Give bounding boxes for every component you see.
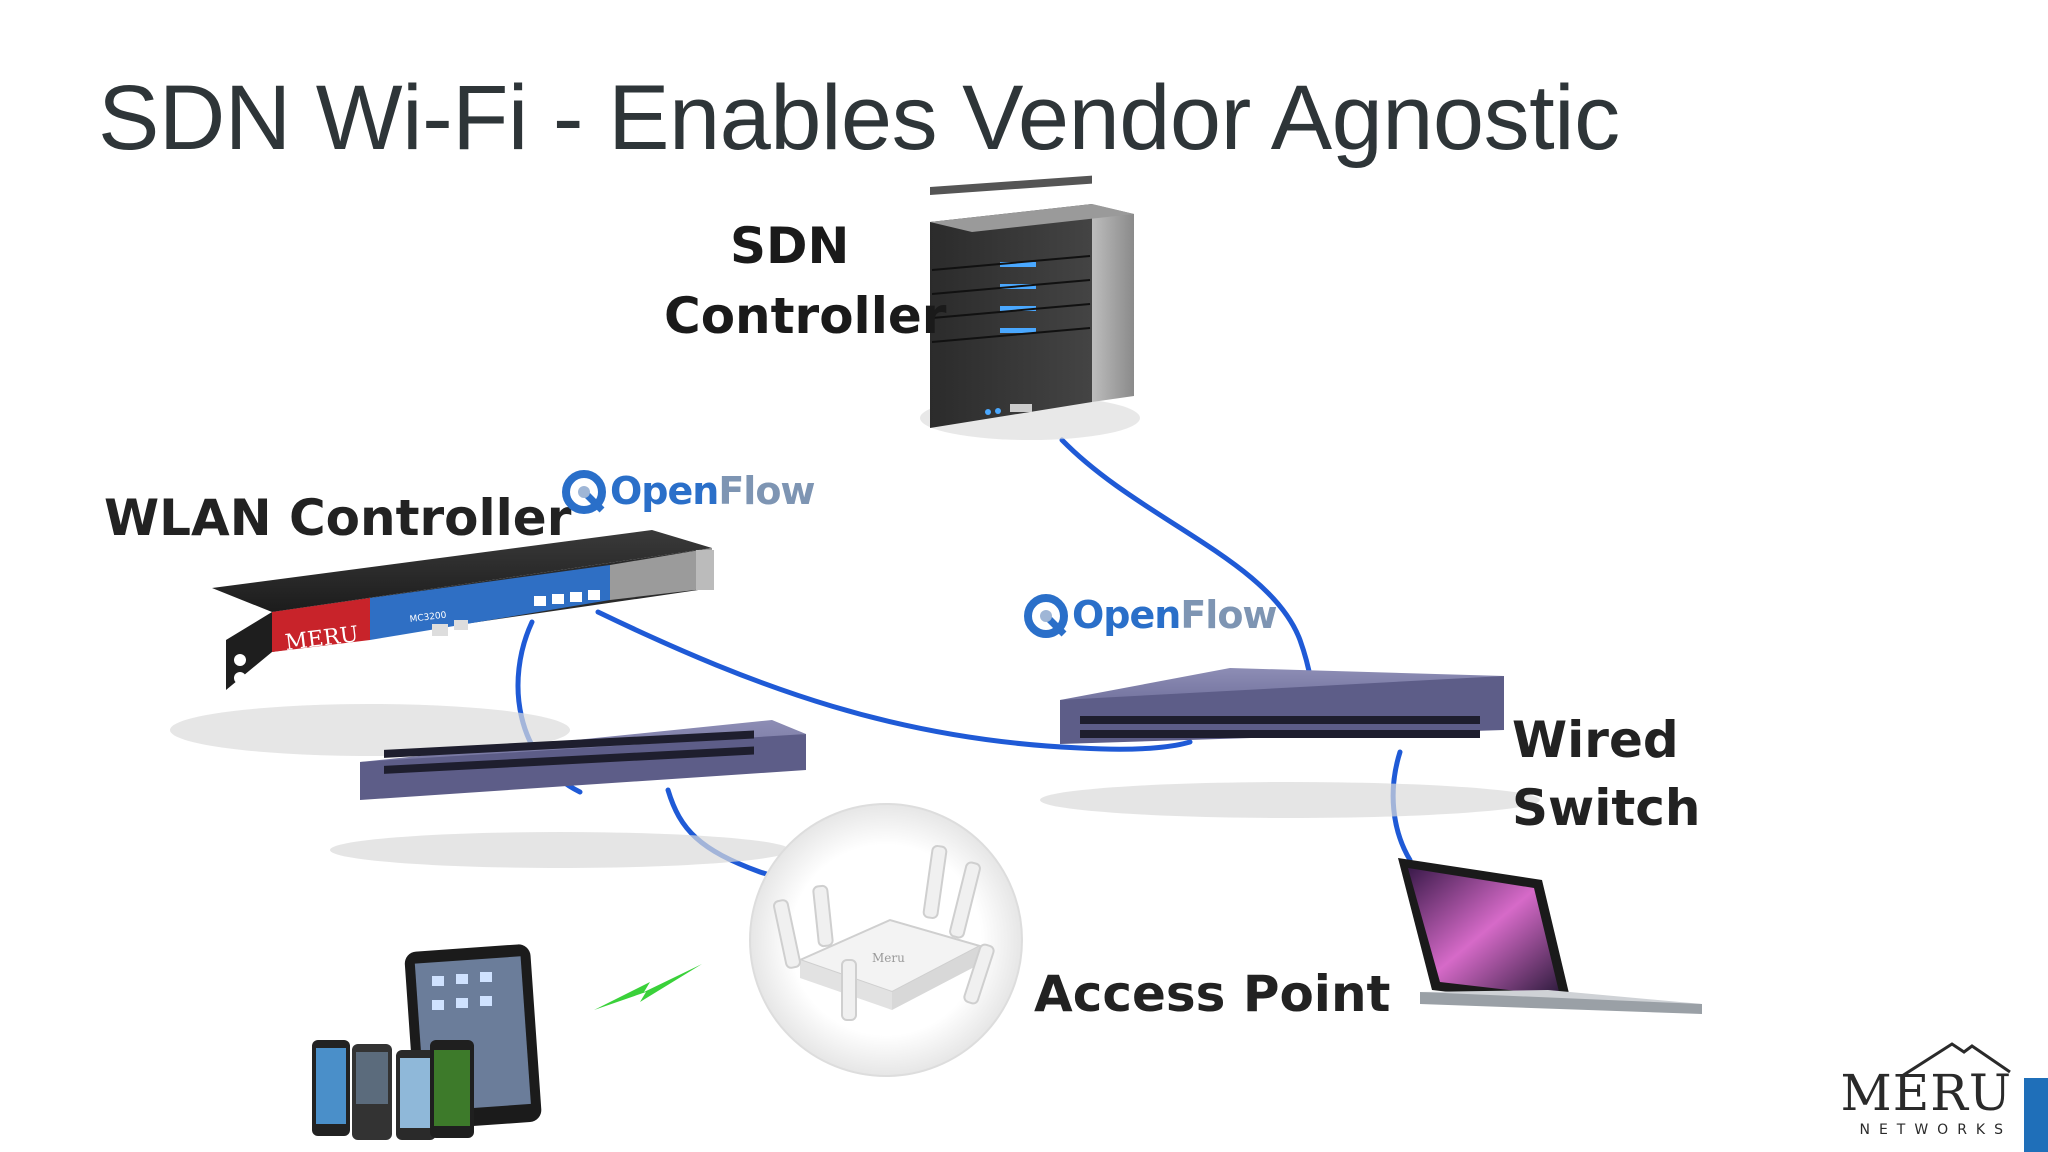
sdn-controller-label-line2: Controller (664, 287, 947, 345)
sdn-controller-server-icon (920, 175, 1140, 440)
accent-bar (2024, 1078, 2048, 1152)
meru-networks-logo: MERU NETWORKS (1840, 1042, 2012, 1138)
cable-controller-to-wired-switch (595, 609, 1193, 752)
openflow-badge-switch: OpenFlow (1024, 592, 1278, 638)
openflow-text: OpenFlow (610, 469, 816, 513)
wlan-controller-appliance-icon: MERU MC3200 (170, 530, 714, 756)
wired-switch-label-line1: Wired (1512, 711, 1679, 769)
wireless-link-icon (594, 964, 702, 1010)
openflow-logo-icon (562, 470, 606, 514)
openflow-text: OpenFlow (1072, 593, 1278, 637)
mountain-icon (1901, 1042, 2011, 1078)
logo-word: MERU (1840, 1064, 2012, 1122)
sdn-controller-label-line1: SDN (730, 217, 850, 275)
wired-switch-label-line2: Switch (1512, 779, 1701, 837)
slide-title: SDN Wi-Fi - Enables Vendor Agnostic (98, 67, 1620, 169)
mobile-devices-icon (312, 944, 542, 1140)
controller-model-text: MC3200 (409, 611, 447, 625)
openflow-badge-controller: OpenFlow (562, 468, 816, 514)
wired-switch-icon (1040, 668, 1540, 818)
wlan-controller-label: WLAN Controller (104, 489, 572, 547)
openflow-logo-icon (1024, 594, 1068, 638)
access-point-icon: Meru (749, 803, 1023, 1077)
access-point-label: Access Point (1034, 965, 1391, 1023)
logo-sub: NETWORKS (1859, 1122, 2012, 1138)
svg-text:Meru: Meru (872, 951, 905, 965)
left-switch-icon (330, 720, 806, 868)
laptop-icon (1398, 858, 1702, 1014)
